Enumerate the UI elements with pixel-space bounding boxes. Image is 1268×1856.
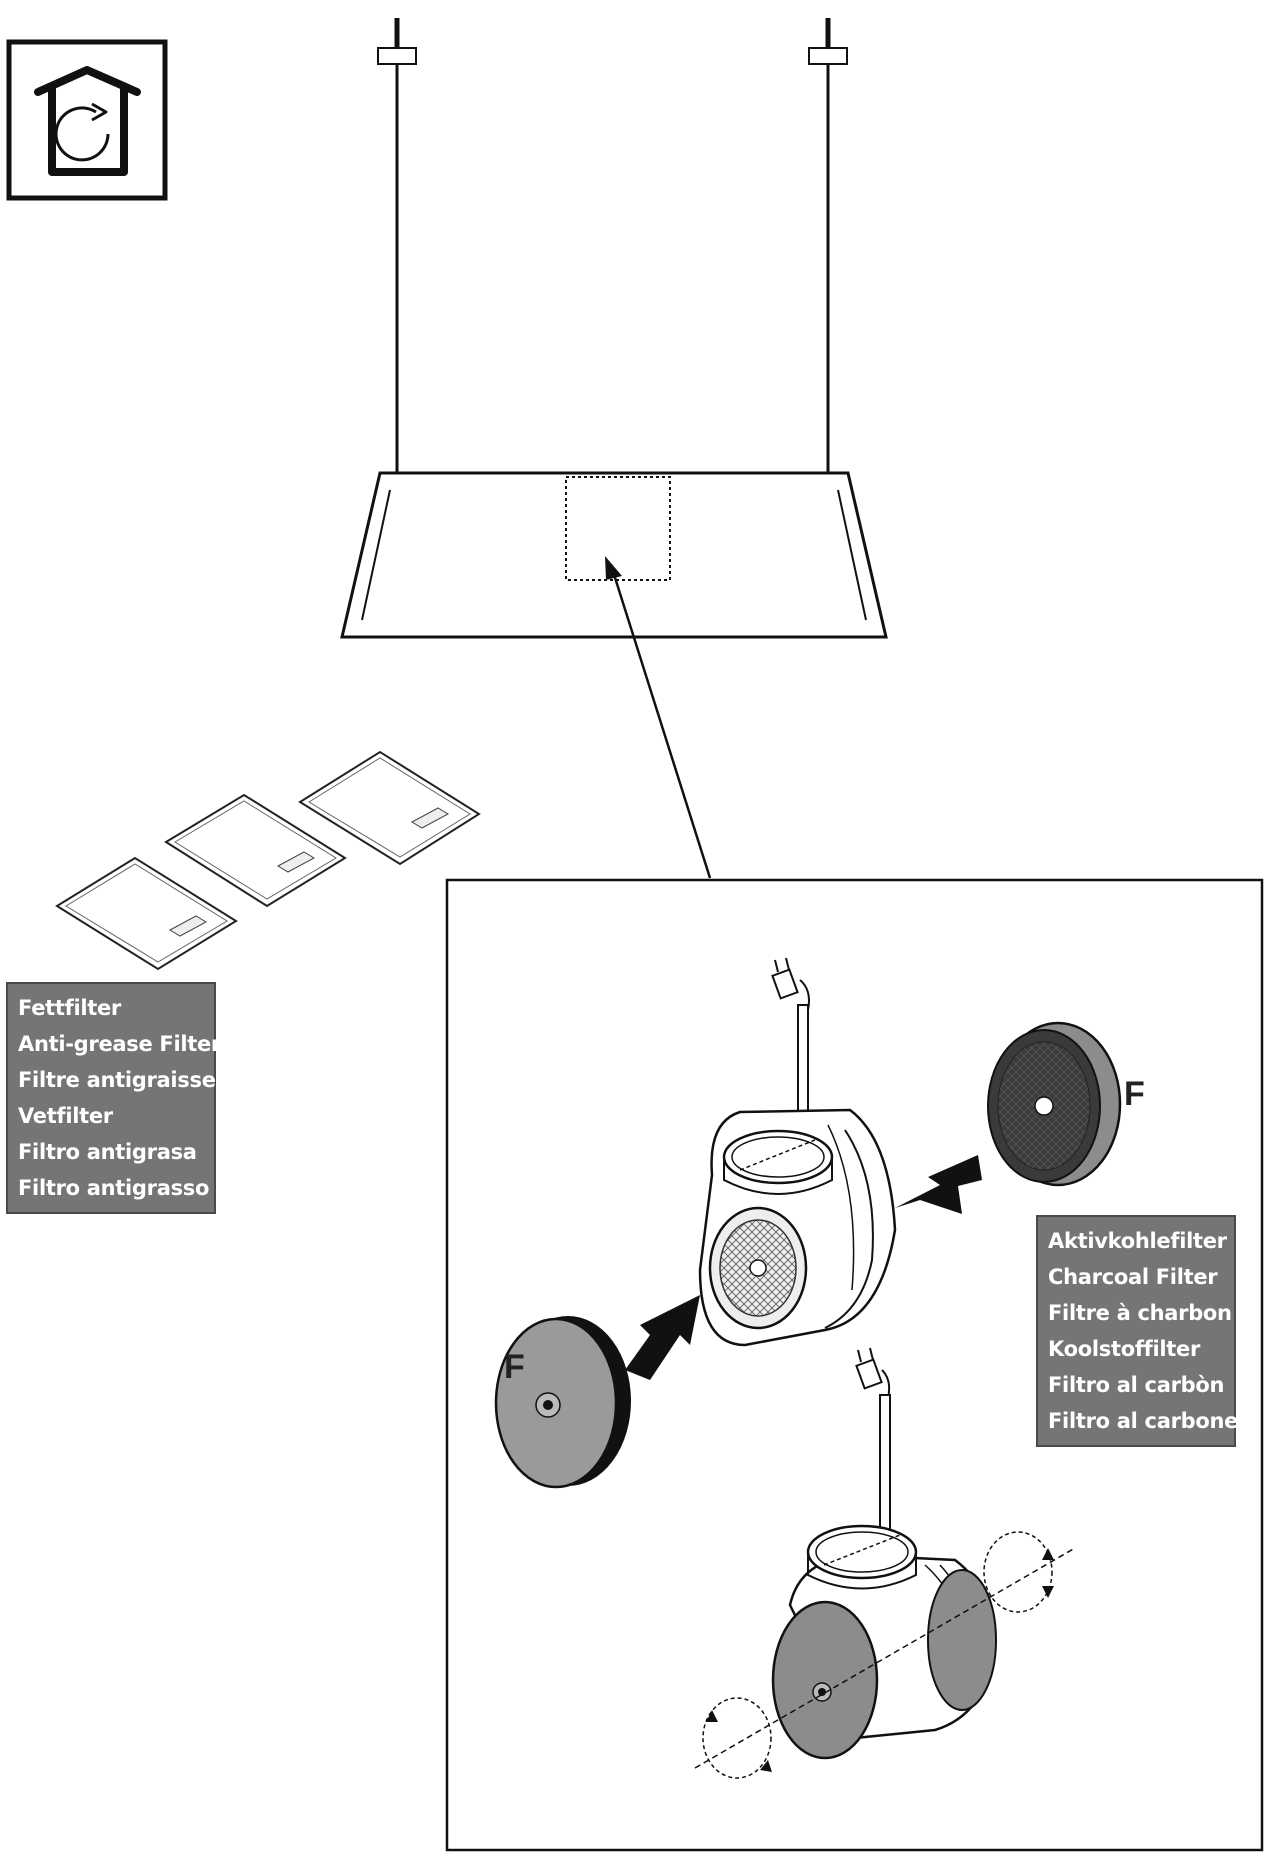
charcoal-filter-label-de: Aktivkohlefilter [1048, 1229, 1227, 1253]
filter-marker-right: F [1124, 1075, 1145, 1113]
grease-filter-panels [55, 750, 481, 971]
rotate-arrow-upper-icon [983, 1531, 1054, 1613]
power-plug-lower-icon [855, 1347, 891, 1399]
detail-pointer-arrow [605, 556, 712, 879]
motor-unit-upper [698, 957, 897, 1347]
suspension-cable-left [377, 18, 417, 475]
charcoal-filter-label-nl: Koolstoffilter [1048, 1337, 1201, 1361]
charcoal-filter-label-en: Charcoal Filter [1048, 1265, 1218, 1289]
grease-filter-1 [55, 856, 238, 971]
grease-filter-label-fr: Filtre antigraisse [18, 1068, 216, 1092]
charcoal-filter-label-es: Filtro al carbòn [1048, 1373, 1225, 1397]
grease-filter-label-it: Filtro antigrasso [18, 1176, 210, 1200]
motor-unit-lower [771, 1347, 997, 1760]
power-plug-upper-icon [771, 957, 810, 1011]
grease-filter-label-es: Filtro antigrasa [18, 1140, 197, 1164]
grease-filter-3 [298, 750, 481, 866]
motor-location-marker [565, 476, 671, 581]
charcoal-filter-label: Aktivkohlefilter Charcoal Filter Filtre … [1036, 1215, 1239, 1447]
insert-arrow-right-icon [895, 1155, 982, 1214]
grease-filter-label: Fettfilter Anti-grease Filter Filtre ant… [6, 982, 221, 1214]
suspension-cable-right [808, 18, 848, 475]
rotation-axis-icon [694, 1531, 1076, 1779]
detail-frame [445, 878, 1264, 1852]
recirculation-house-icon [6, 39, 168, 201]
hood-body [340, 471, 888, 639]
grease-filter-label-nl: Vetfilter [18, 1104, 113, 1128]
grease-filter-2 [164, 793, 347, 908]
charcoal-filter-label-fr: Filtre à charbon [1048, 1301, 1232, 1325]
rotate-arrow-lower-icon [702, 1697, 772, 1779]
filter-marker-left: F [504, 1348, 525, 1386]
charcoal-filter-left [494, 1316, 631, 1489]
insert-arrow-left-icon [625, 1295, 700, 1380]
charcoal-filter-label-it: Filtro al carbone [1048, 1409, 1239, 1433]
charcoal-filter-right [987, 1021, 1122, 1187]
grease-filter-label-en: Anti-grease Filter [18, 1032, 221, 1056]
grease-filter-label-de: Fettfilter [18, 996, 121, 1020]
